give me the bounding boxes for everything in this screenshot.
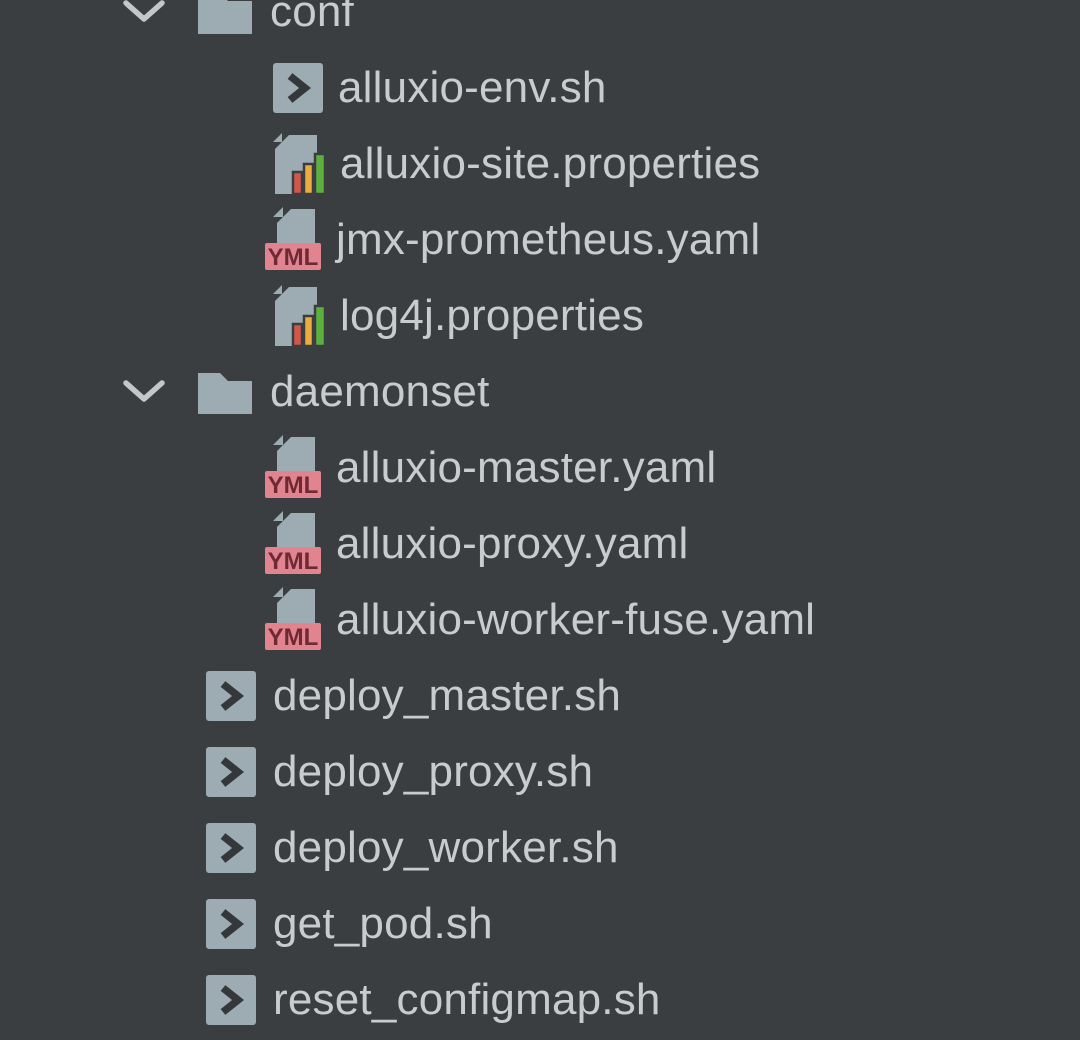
yml-badge-label: YML <box>268 244 319 271</box>
tree-row-file[interactable]: log4j.properties <box>0 278 1080 354</box>
file-label: deploy_master.sh <box>273 671 622 720</box>
tree-row-file[interactable]: deploy_proxy.sh <box>0 734 1080 810</box>
shell-script-icon <box>205 670 257 722</box>
chevron-down-icon[interactable] <box>118 378 170 406</box>
yml-badge-label: YML <box>268 472 319 499</box>
file-label: get_pod.sh <box>273 899 493 948</box>
shell-script-icon <box>205 822 257 874</box>
tree-row-file[interactable]: deploy_master.sh <box>0 658 1080 734</box>
tree-row-file[interactable]: get_pod.sh <box>0 886 1080 962</box>
properties-file-icon <box>272 284 328 348</box>
file-label: jmx-prometheus.yaml <box>336 215 761 264</box>
file-label: log4j.properties <box>340 291 645 340</box>
folder-icon <box>196 368 254 416</box>
tree-row-file[interactable]: reset_configmap.sh <box>0 962 1080 1038</box>
folder-label: conf <box>270 0 354 36</box>
yaml-file-icon: YML <box>265 435 321 501</box>
file-label: alluxio-proxy.yaml <box>336 519 689 568</box>
folder-icon <box>196 0 254 36</box>
tree-row-file[interactable]: YML alluxio-master.yaml <box>0 430 1080 506</box>
tree-row-file[interactable]: alluxio-env.sh <box>0 50 1080 126</box>
file-label: alluxio-env.sh <box>338 63 607 112</box>
properties-file-icon <box>272 132 328 196</box>
yaml-file-icon: YML <box>265 511 321 577</box>
tree-row-file[interactable]: alluxio-site.properties <box>0 126 1080 202</box>
file-label: deploy_proxy.sh <box>273 747 594 796</box>
shell-script-icon <box>205 898 257 950</box>
tree-row-file[interactable]: YML jmx-prometheus.yaml <box>0 202 1080 278</box>
file-label: alluxio-worker-fuse.yaml <box>336 595 816 644</box>
yml-badge-label: YML <box>268 548 319 575</box>
yaml-file-icon: YML <box>265 587 321 653</box>
tree-row-folder[interactable]: daemonset <box>0 354 1080 430</box>
shell-script-icon <box>205 974 257 1026</box>
yaml-file-icon: YML <box>265 207 321 273</box>
file-label: reset_configmap.sh <box>273 975 661 1024</box>
tree-row-file[interactable]: YML alluxio-worker-fuse.yaml <box>0 582 1080 658</box>
file-label: deploy_worker.sh <box>273 823 619 872</box>
file-label: alluxio-site.properties <box>340 139 761 188</box>
chevron-down-icon[interactable] <box>118 0 170 26</box>
file-label: alluxio-master.yaml <box>336 443 717 492</box>
tree-row-file[interactable]: YML alluxio-proxy.yaml <box>0 506 1080 582</box>
tree-row-folder[interactable]: conf <box>0 0 1080 50</box>
shell-script-icon <box>272 62 324 114</box>
yml-badge-label: YML <box>268 624 319 651</box>
folder-label: daemonset <box>270 367 490 416</box>
tree-row-file[interactable]: deploy_worker.sh <box>0 810 1080 886</box>
shell-script-icon <box>205 746 257 798</box>
